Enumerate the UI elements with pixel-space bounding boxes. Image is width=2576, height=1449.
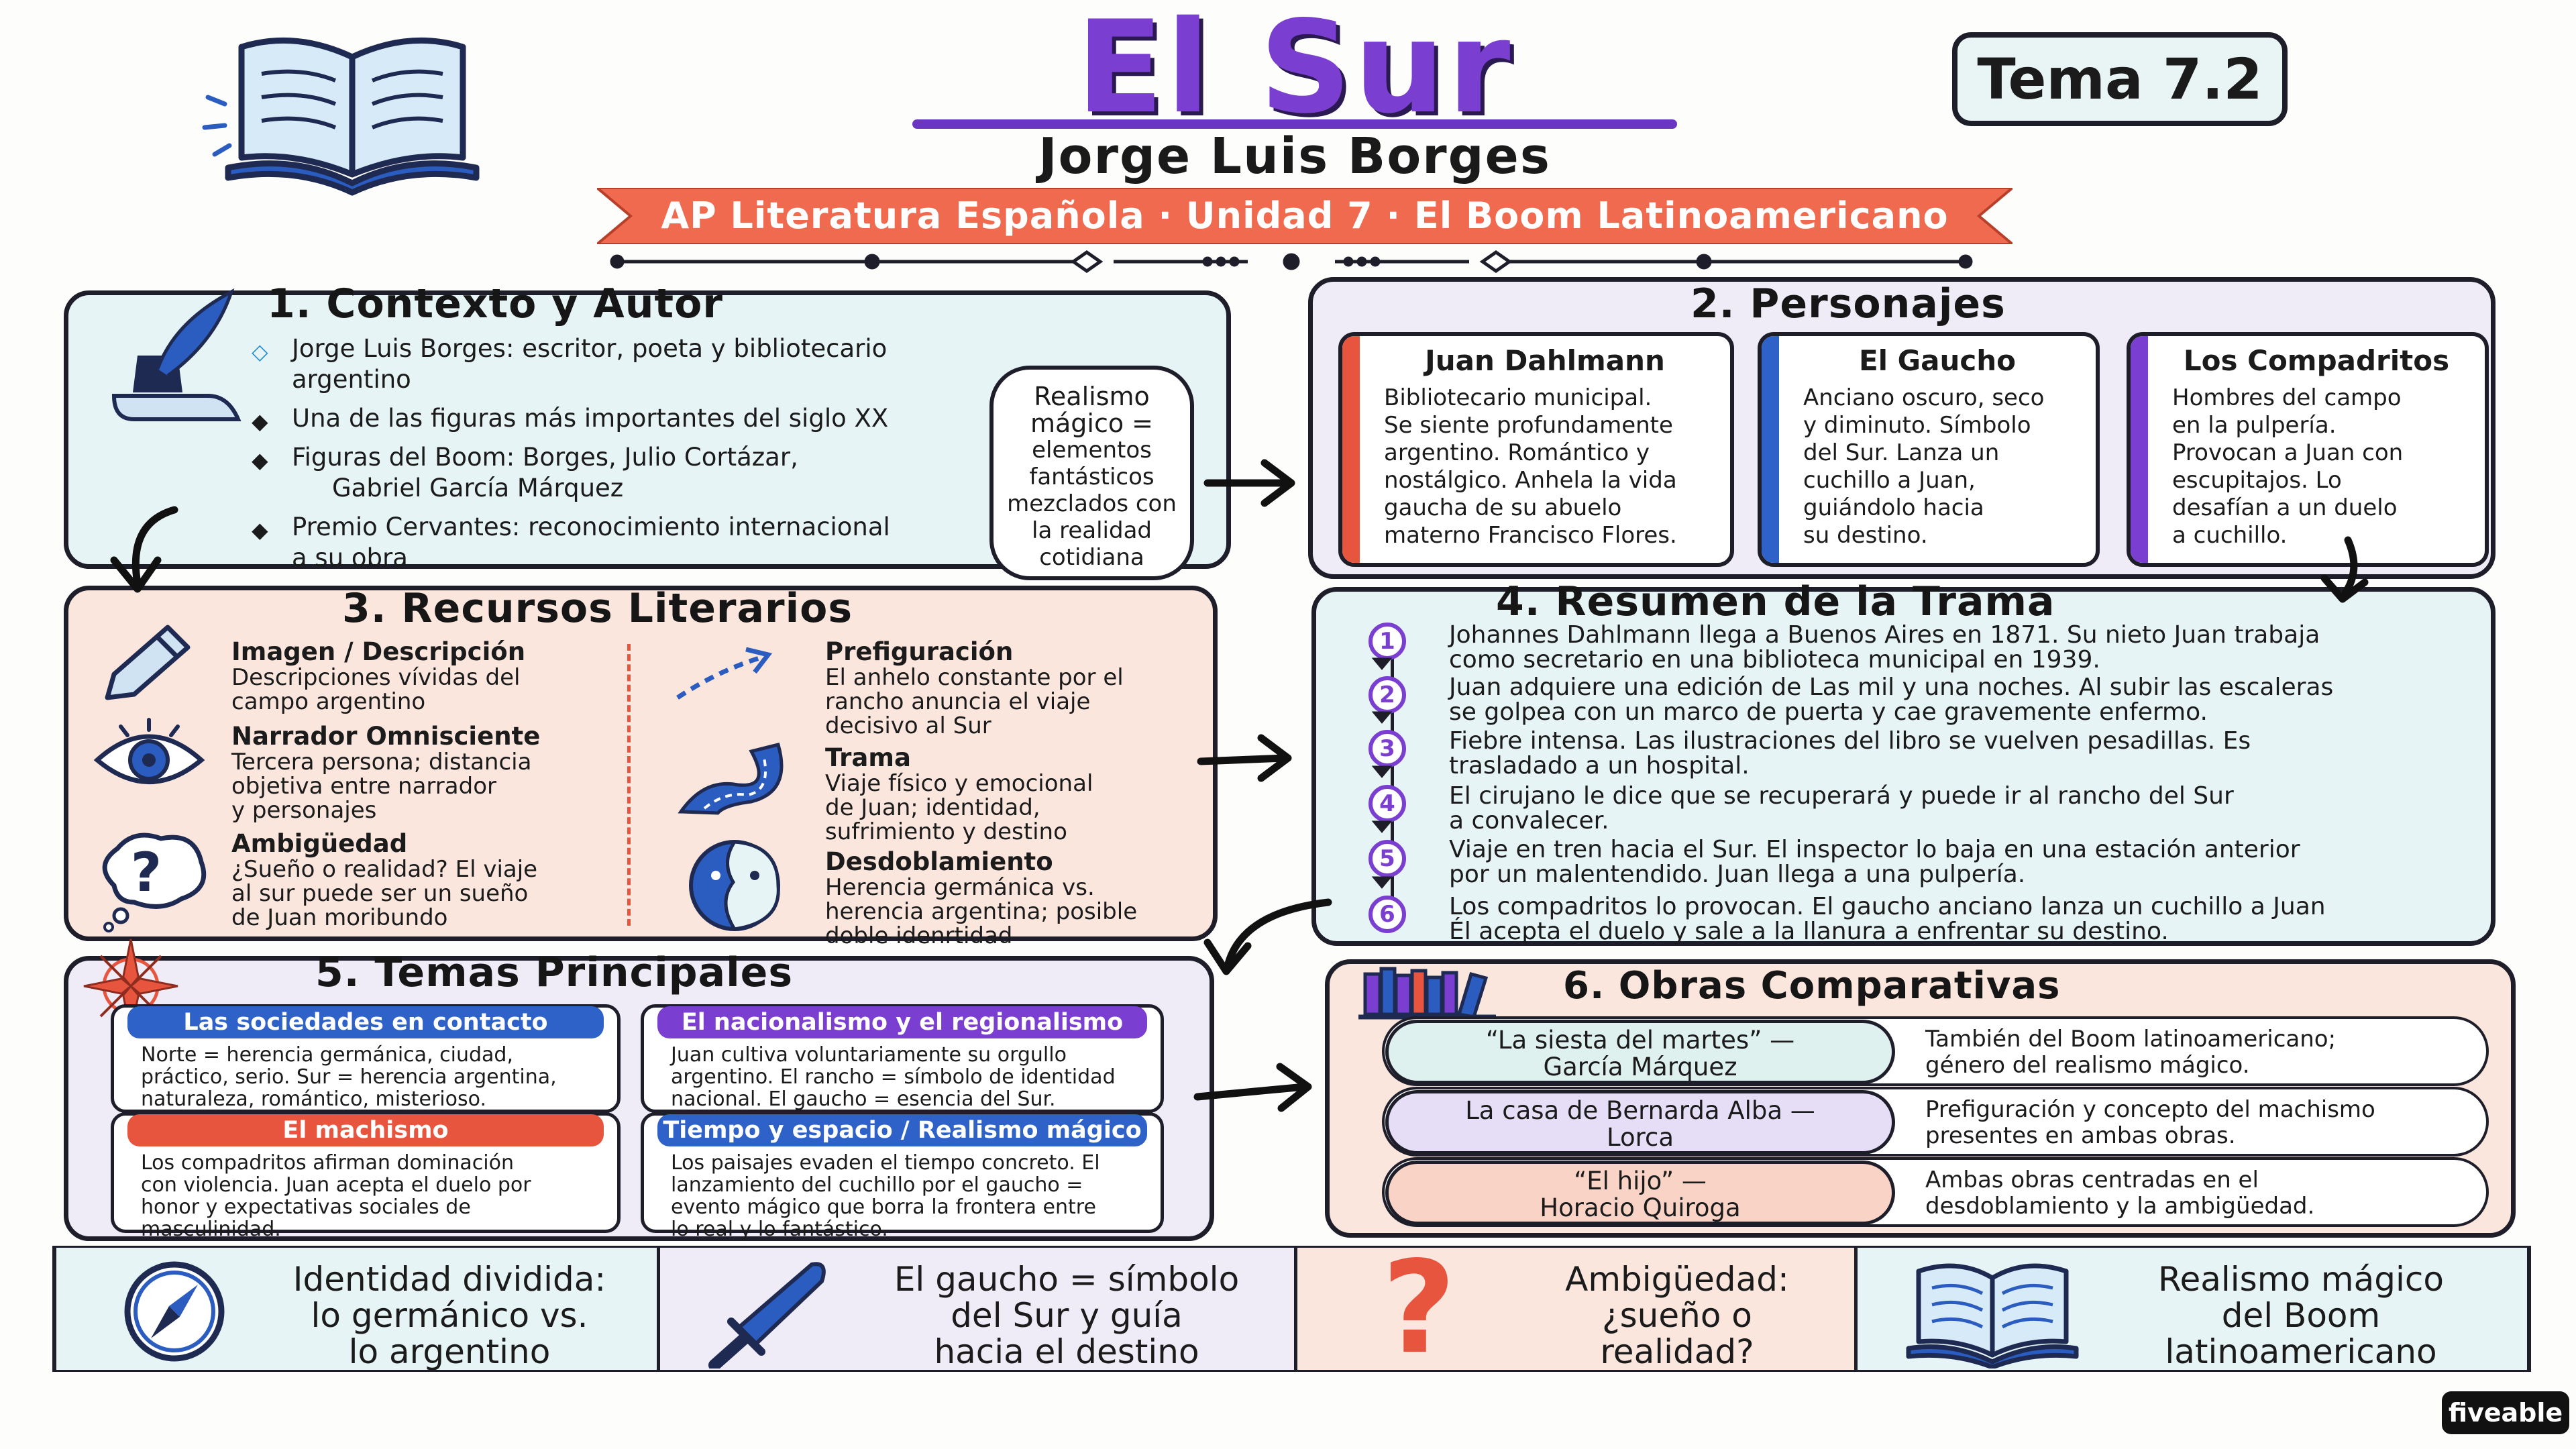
theme-card-tiempo: Tiempo y espacio / Realismo mágico Los p… xyxy=(641,1112,1164,1240)
open-book-icon xyxy=(1906,1263,2079,1368)
step-4-text: El cirujano le dice que se recuperará y … xyxy=(1449,782,2234,835)
personajes-title: 2. Personajes xyxy=(1690,280,2006,327)
step-1-text: Johannes Dahlmann llega a Buenos Aires e… xyxy=(1449,621,2320,674)
fiveable-logo[interactable]: fiveable xyxy=(2442,1391,2569,1434)
recurso-narrador: Narrador Omnisciente Tercera persona; di… xyxy=(231,722,541,824)
contexto-bullet: ◆Una de las figuras más importantes del … xyxy=(252,404,889,434)
contexto-bullet: ◆Premio Cervantes: reconocimiento intern… xyxy=(252,513,890,543)
step-5-text: Viaje en tren hacia el Sur. El inspector… xyxy=(1449,836,2300,888)
page-title: El Sur xyxy=(1076,0,1513,142)
theme-card-nacionalismo: El nacionalismo y el regionalismo Juan c… xyxy=(641,1004,1164,1113)
step-3: 3 xyxy=(1368,730,1406,767)
contexto-bullet-cont: Gabriel García Márquez xyxy=(332,474,624,502)
step-5: 5 xyxy=(1368,840,1406,877)
recursos-divider xyxy=(627,644,631,926)
tema-badge: Tema 7.2 xyxy=(1952,32,2288,126)
trama-panel xyxy=(1311,587,2496,946)
theme-card-machismo: El machismo Los compadritos afirman domi… xyxy=(111,1112,621,1240)
title-underline xyxy=(912,119,1677,129)
question-mark-icon: ? xyxy=(1382,1234,1456,1382)
timeline-line xyxy=(1391,657,1394,906)
step-4: 4 xyxy=(1368,785,1406,822)
trama-title: 4. Resumen de la Trama xyxy=(1496,578,2055,625)
obra-work-2: La casa de Bernarda Alba —Lorca xyxy=(1385,1090,1895,1155)
theme-card-sociedades: Las sociedades en contacto Norte = heren… xyxy=(111,1004,621,1113)
course-label: AP Literatura Española · Unidad 7 · El B… xyxy=(661,195,1949,237)
character-card-dahlmann: Juan Dahlmann Bibliotecario municipal.Se… xyxy=(1338,332,1734,567)
author-subtitle: Jorge Luis Borges xyxy=(1038,127,1551,185)
open-book-icon xyxy=(202,37,480,196)
contexto-bullet: ◇Jorge Luis Borges: escritor, poeta y bi… xyxy=(252,334,888,394)
contexto-bullet-cont: a su obra xyxy=(292,543,408,572)
step-2: 2 xyxy=(1368,676,1406,714)
decorative-divider xyxy=(610,250,1973,274)
compass-icon xyxy=(124,1261,225,1362)
obras-title: 6. Obras Comparativas xyxy=(1563,964,2061,1008)
pencil-icon xyxy=(105,625,191,700)
temas-title: 5. Temas Principales xyxy=(315,949,794,996)
svg-text:?: ? xyxy=(131,841,162,904)
realismo-magico-bubble: Realismo mágico = elementos fantásticos … xyxy=(989,366,1194,580)
obra-work-1: “La siesta del martes” —García Márquez xyxy=(1385,1020,1895,1084)
recurso-desdoblamiento: Desdoblamiento Herencia germánica vs.her… xyxy=(825,847,1138,949)
question-bubble-icon: ? xyxy=(102,833,207,932)
split-face-icon xyxy=(689,840,780,931)
recurso-imagen: Imagen / Descripción Descripciones vívid… xyxy=(231,637,526,715)
dashed-arrow-icon xyxy=(676,647,773,700)
contexto-title: 1. Contexto y Autor xyxy=(267,280,723,327)
summary-text-1: Identidad dividida:lo germánico vs.lo ar… xyxy=(292,1260,606,1371)
step-3-text: Fiebre intensa. Las ilustraciones del li… xyxy=(1449,727,2251,780)
recursos-title: 3. Recursos Literarios xyxy=(342,585,853,632)
obra-work-3: “El hijo” —Horacio Quiroga xyxy=(1385,1161,1895,1225)
course-ribbon xyxy=(597,188,2012,244)
quill-icon xyxy=(111,288,241,421)
summary-seg-3 xyxy=(1297,1248,1858,1370)
step-6-text: Los compadritos lo provocan. El gaucho a… xyxy=(1449,893,2326,945)
recurso-prefiguracion: Prefiguración El anhelo constante por el… xyxy=(825,637,1124,739)
step-2-text: Juan adquiere una edición de Las mil y u… xyxy=(1449,674,2334,726)
step-6: 6 xyxy=(1368,896,1406,933)
road-icon xyxy=(678,742,784,815)
eye-icon xyxy=(93,718,205,784)
contexto-bullets: ◇Jorge Luis Borges: escritor, poeta y bi… xyxy=(252,333,1003,582)
contexto-bullet: ◆Figuras del Boom: Borges, Julio Cortáza… xyxy=(252,443,798,473)
obra-desc-1: También del Boom latinoamericano;género … xyxy=(1925,1026,2337,1079)
knife-icon xyxy=(708,1262,826,1368)
